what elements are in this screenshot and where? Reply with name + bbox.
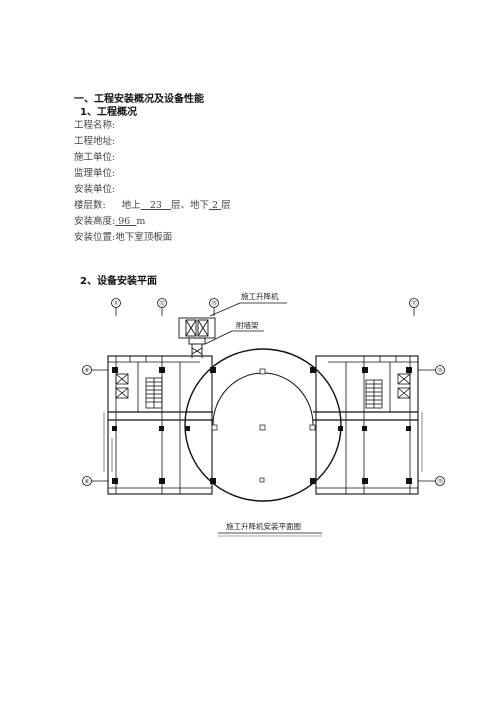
position-line: 安装位置:地下室顶板面 — [74, 229, 172, 243]
floors-label: 楼层数: — [74, 200, 106, 211]
floors-below-value: 2 — [212, 200, 219, 211]
floors-above-value: 23 — [149, 200, 162, 211]
axis-label-top-4: ⑰ — [411, 299, 417, 307]
section-heading: 一、工程安装概况及设备性能 — [74, 94, 204, 105]
axis-label-right-2: ⑬ — [437, 477, 443, 485]
hoist-leader — [209, 302, 241, 317]
axis-label-left-1: ⑥ — [85, 368, 90, 374]
axis-label-right-1: ⑬ — [437, 366, 443, 374]
section-2-heading: 2、设备安装平面 — [80, 276, 157, 287]
height-value: 96 — [118, 216, 131, 227]
axis-label-top-2: ⑫ — [159, 299, 165, 307]
supervisor-label: 监理单位: — [74, 168, 116, 179]
top-axis-markers — [111, 298, 419, 316]
interior-columns — [211, 368, 316, 483]
right-wing — [315, 355, 423, 495]
axis-label-left-2: ⑥ — [85, 479, 90, 485]
hoist-label: 施工升降机 — [241, 291, 279, 301]
contractor-label: 施工单位: — [74, 152, 116, 163]
axis-label-top-1: ⑪ — [113, 299, 119, 307]
wall-tie-label: 附墙架 — [236, 320, 259, 330]
axis-label-top-3: ⑬ — [211, 299, 217, 307]
floors-unit-1: 层、地下 — [171, 200, 210, 211]
floors-line: 楼层数: 地上 23 层、地下 2 层 — [74, 197, 231, 211]
floors-unit-2: 层 — [221, 200, 231, 211]
height-unit: m — [136, 216, 146, 227]
structural-columns — [112, 367, 412, 484]
height-line: 安装高度: 96 m — [74, 213, 145, 227]
project-name-label: 工程名称: — [74, 120, 116, 131]
left-wing — [103, 355, 213, 495]
subsection-heading: 1、工程概况 — [80, 107, 137, 118]
floors-above-label: 地上 — [121, 200, 141, 211]
plan-caption: 施工升降机安装平面图 — [226, 521, 301, 531]
height-label: 安装高度: — [74, 216, 116, 227]
hoist-cage — [178, 317, 216, 358]
wall-tie-leader — [204, 330, 233, 345]
project-address-label: 工程地址: — [74, 136, 116, 147]
position-value: 地下室顶板面 — [115, 232, 173, 243]
installer-label: 安装单位: — [74, 184, 116, 195]
position-label: 安装位置: — [74, 232, 116, 243]
side-axis-markers — [82, 365, 445, 486]
